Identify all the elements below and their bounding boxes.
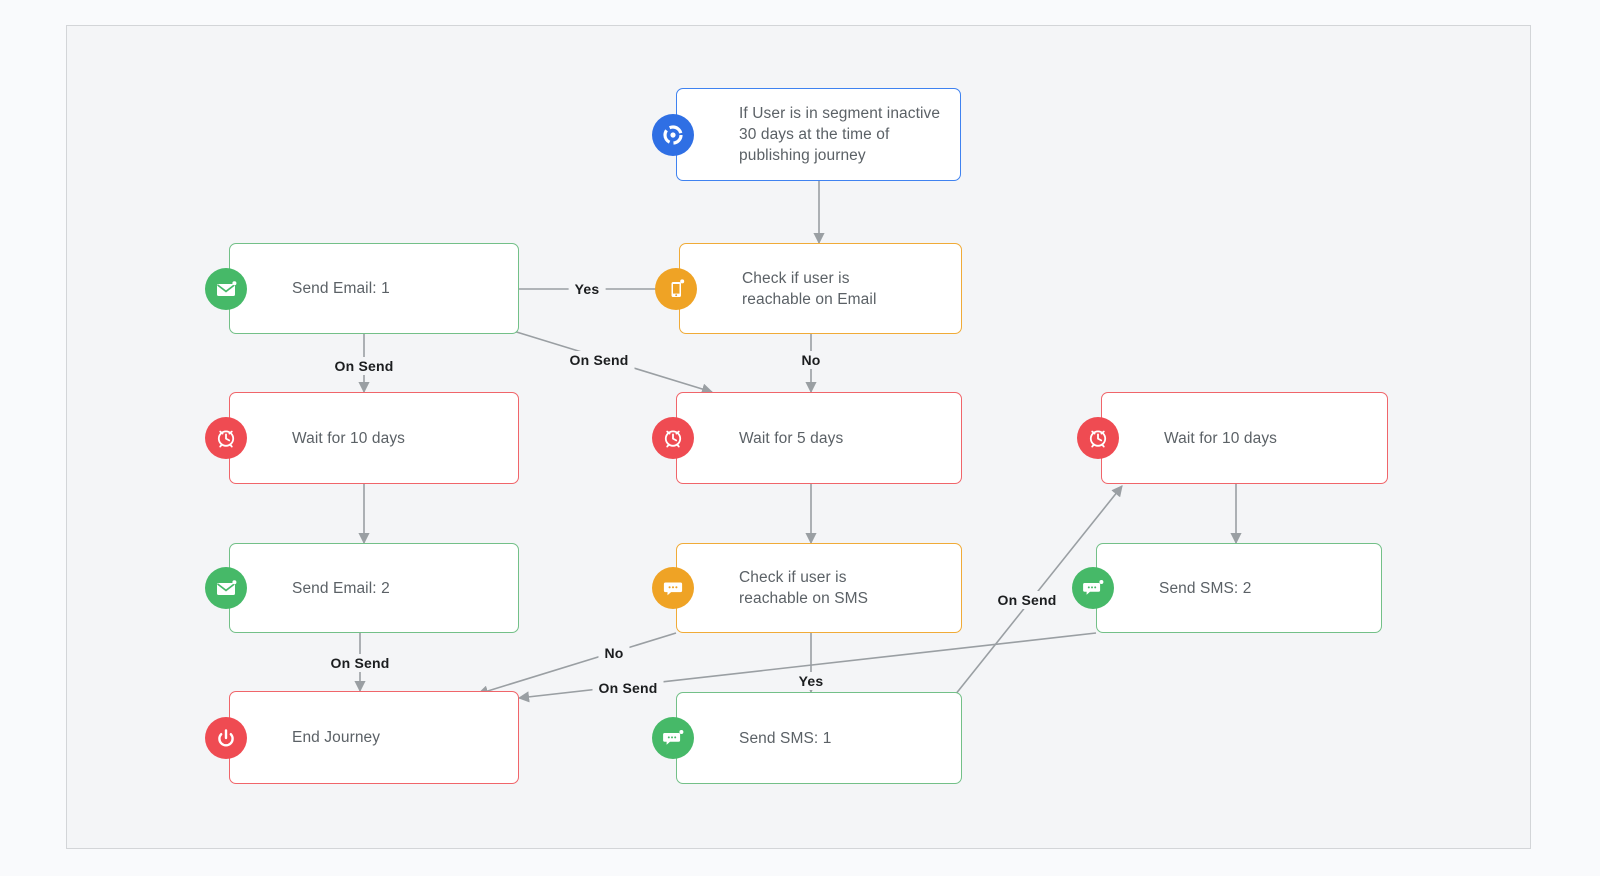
node-check-sms[interactable]: Check if user is reachable on SMS [652, 543, 962, 633]
chat-bubble-icon [652, 567, 694, 609]
edge-label-no-email: No [795, 351, 827, 369]
node-send-email-2[interactable]: Send Email: 2 [205, 543, 519, 633]
node-end-journey[interactable]: End Journey [205, 691, 519, 784]
node-label: Send Email: 1 [292, 280, 390, 297]
node-label: Send SMS: 2 [1159, 579, 1252, 597]
edge-label-on-send-email2: On Send [324, 654, 396, 672]
node-wait-10-right[interactable]: Wait for 10 days [1077, 392, 1388, 484]
node-label: If User is in segment inactive 30 days a… [739, 105, 941, 164]
power-icon [205, 716, 247, 759]
node-label: Send SMS: 1 [739, 729, 832, 747]
node-label: Check if user is reachable on Email [742, 269, 877, 308]
node-label: Send Email: 2 [292, 579, 390, 597]
edge-label-on-send-sms2: On Send [592, 679, 664, 697]
node-label: Wait for 10 days [1164, 429, 1278, 447]
node-check-email[interactable]: Check if user is reachable on Email [655, 243, 962, 334]
segment-trigger-icon [652, 113, 694, 156]
chat-bubble-send-icon [652, 717, 694, 759]
node-wait-10-left[interactable]: Wait for 10 days [205, 392, 519, 484]
node-send-sms-1[interactable]: Send SMS: 1 [652, 692, 962, 784]
alarm-clock-icon [652, 417, 694, 459]
chat-bubble-send-icon [1072, 567, 1114, 609]
node-trigger[interactable]: If User is in segment inactive 30 days a… [652, 88, 961, 181]
node-wait-5[interactable]: Wait for 5 days [652, 392, 962, 484]
mobile-device-icon [655, 267, 697, 310]
node-send-email-1[interactable]: Send Email: 1 [205, 243, 519, 334]
edge-label-on-send-sms1: On Send [991, 591, 1063, 609]
alarm-clock-icon [205, 417, 247, 459]
node-label: Check if user is reachable on SMS [739, 569, 869, 607]
node-label: Wait for 10 days [292, 429, 406, 447]
edge-label-no-sms: No [598, 644, 630, 662]
envelope-icon [205, 267, 247, 310]
edge-label-on-send-email1-left: On Send [328, 357, 400, 375]
edge-label-on-send-email1-diag: On Send [563, 351, 635, 369]
node-label: End Journey [292, 729, 381, 746]
node-label: Wait for 5 days [739, 429, 844, 447]
edge-label-yes-sms: Yes [792, 672, 830, 690]
edge-label-yes-email: Yes [568, 280, 606, 298]
alarm-clock-icon [1077, 417, 1119, 459]
node-send-sms-2[interactable]: Send SMS: 2 [1072, 543, 1382, 633]
envelope-icon [205, 567, 247, 609]
